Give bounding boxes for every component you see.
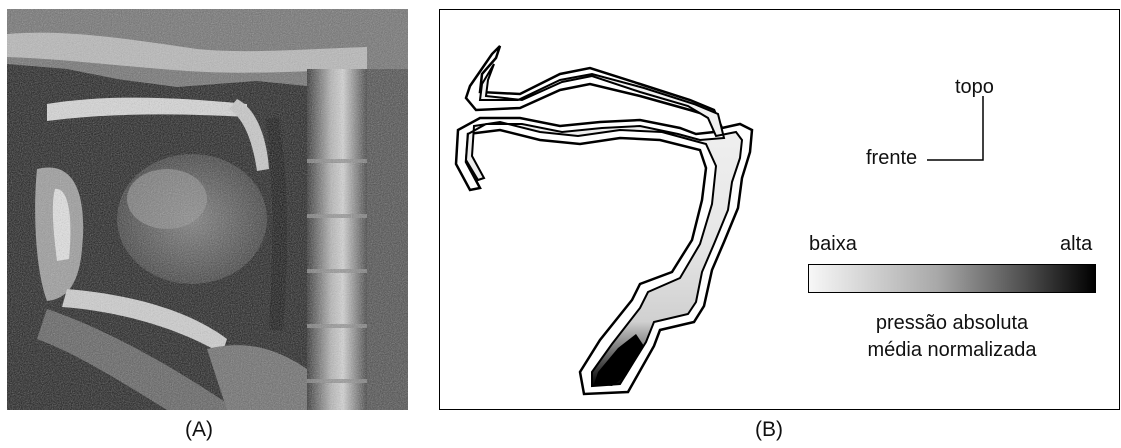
legend-description-line1: pressão absoluta	[876, 312, 1028, 335]
legend-description-line2: média normalizada	[868, 339, 1037, 362]
panel-b-caption: (B)	[755, 418, 783, 442]
mri-image	[7, 9, 408, 410]
legend-low-label: baixa	[809, 233, 857, 256]
pressure-colorbar	[808, 264, 1096, 293]
panel-a-caption: (A)	[185, 418, 213, 442]
orientation-front-label: frente	[866, 147, 917, 170]
orientation-top-label: topo	[955, 76, 994, 99]
legend-high-label: alta	[1060, 233, 1092, 256]
